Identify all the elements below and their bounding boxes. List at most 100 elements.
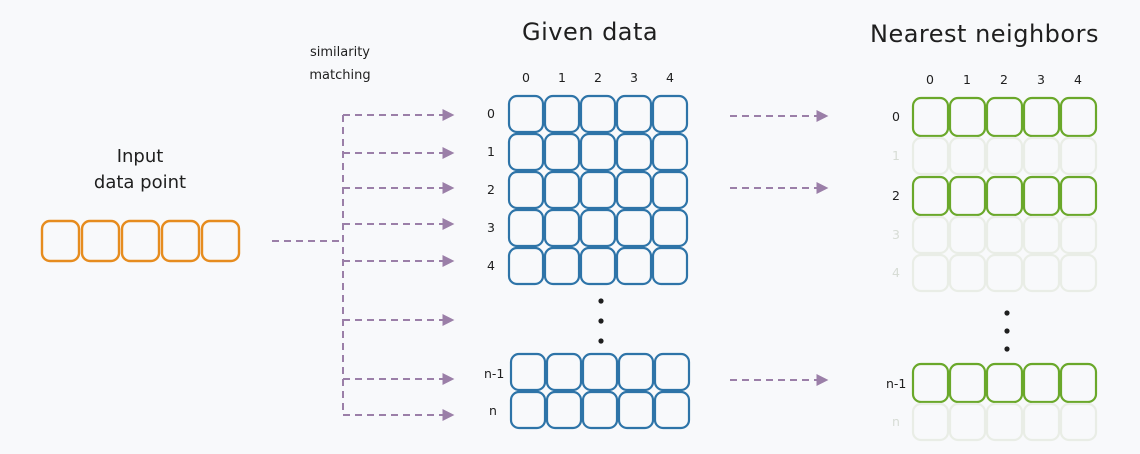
neighbor-cell [948, 175, 987, 217]
given-cell [507, 208, 545, 248]
given-row [507, 208, 689, 248]
neighbor-col-index: 3 [1037, 72, 1045, 87]
given-cell [543, 208, 581, 248]
input-label-line1: Input [116, 146, 164, 167]
given-row [509, 352, 691, 392]
neighbor-row-index: n [892, 414, 900, 429]
neighbor-cell [911, 96, 950, 138]
given-col-index: 2 [594, 70, 602, 85]
ellipsis-dot [598, 318, 604, 324]
given-row-index: 3 [487, 220, 495, 235]
neighbor-cell [985, 175, 1024, 217]
given-data-grid [507, 94, 691, 430]
neighbor-cell [911, 215, 950, 255]
given-row [507, 170, 689, 210]
neighbor-row-selected [911, 175, 1098, 217]
given-cell [615, 208, 653, 248]
neighbor-cell [1059, 253, 1098, 293]
neighbor-cell [985, 136, 1024, 176]
given-cell [543, 246, 581, 286]
given-row [507, 246, 689, 286]
given-row [509, 390, 691, 430]
neighbor-col-index: 2 [1000, 72, 1008, 87]
neighbor-cell [1059, 136, 1098, 176]
neighbor-cell [911, 253, 950, 293]
given-cell [651, 170, 689, 210]
neighbor-cell [911, 362, 950, 404]
given-cell [615, 246, 653, 286]
neighbors-ellipsis [1004, 310, 1010, 352]
neighbor-cell [1022, 362, 1061, 404]
given-row-index: 2 [487, 182, 495, 197]
neighbor-cell [1059, 362, 1098, 404]
given-cell [507, 170, 545, 210]
similarity-connectors [272, 109, 455, 421]
neighbor-col-index: 0 [926, 72, 934, 87]
ellipsis-dot [1004, 346, 1010, 352]
neighbor-row-selected [911, 96, 1098, 138]
neighbor-cell [985, 96, 1024, 138]
input-cell [120, 219, 161, 263]
neighbor-row-index: 3 [892, 227, 900, 242]
given-cell [579, 170, 617, 210]
neighbor-cell [948, 215, 987, 255]
neighbor-row-index: 1 [892, 148, 900, 163]
neighbor-cell [911, 402, 950, 442]
given-cell [651, 246, 689, 286]
similarity-label: similarity matching [280, 42, 400, 88]
given-cell [543, 132, 581, 172]
ellipsis-dot [598, 338, 604, 344]
given-cell [653, 390, 691, 430]
given-cell [651, 94, 689, 134]
neighbor-cell [1022, 136, 1061, 176]
given-cell [581, 390, 619, 430]
ellipsis-dot [598, 298, 604, 304]
given-cell [579, 132, 617, 172]
neighbor-row-index: 0 [892, 109, 900, 124]
given-col-index: 1 [558, 70, 566, 85]
given-row-index: n-1 [484, 366, 505, 381]
similarity-label-line1: similarity [310, 45, 370, 60]
neighbor-cell [911, 175, 950, 217]
neighbor-col-index: 4 [1074, 72, 1082, 87]
given-row-index: 1 [487, 144, 495, 159]
given-cell [509, 390, 547, 430]
ellipsis-dot [1004, 328, 1010, 334]
neighbors-grid [911, 96, 1098, 442]
neighbor-row-index: n-1 [886, 376, 907, 391]
given-cell [615, 132, 653, 172]
input-label: Input data point [80, 144, 200, 196]
input-cell [200, 219, 241, 263]
given-row-index: 4 [487, 258, 495, 273]
neighbor-cell [911, 136, 950, 176]
given-ellipsis [598, 298, 604, 344]
ellipsis-dot [1004, 310, 1010, 316]
given-row [507, 94, 689, 134]
given-cell [651, 132, 689, 172]
input-label-line2: data point [93, 172, 187, 194]
given-cell [651, 208, 689, 248]
neighbor-cell [985, 253, 1024, 293]
given-data-title: Given data [522, 18, 659, 46]
given-col-index: 0 [522, 70, 530, 85]
given-cell [579, 208, 617, 248]
neighbor-cell [948, 362, 987, 404]
neighbor-row-faded [911, 215, 1098, 255]
neighbor-cell [985, 362, 1024, 404]
given-cell [617, 352, 655, 392]
neighbor-cell [948, 253, 987, 293]
neighbor-row-faded [911, 136, 1098, 176]
input-vector [40, 219, 241, 263]
given-col-index: 4 [666, 70, 674, 85]
neighbor-row-index: 4 [892, 265, 900, 280]
neighbor-row-faded [911, 402, 1098, 442]
neighbor-cell [1059, 175, 1098, 217]
given-cell [507, 246, 545, 286]
given-cell [543, 94, 581, 134]
neighbor-row-selected [911, 362, 1098, 404]
similarity-label-line2: matching [309, 67, 371, 83]
neighbor-row-faded [911, 253, 1098, 293]
given-row-index: n [489, 403, 497, 418]
